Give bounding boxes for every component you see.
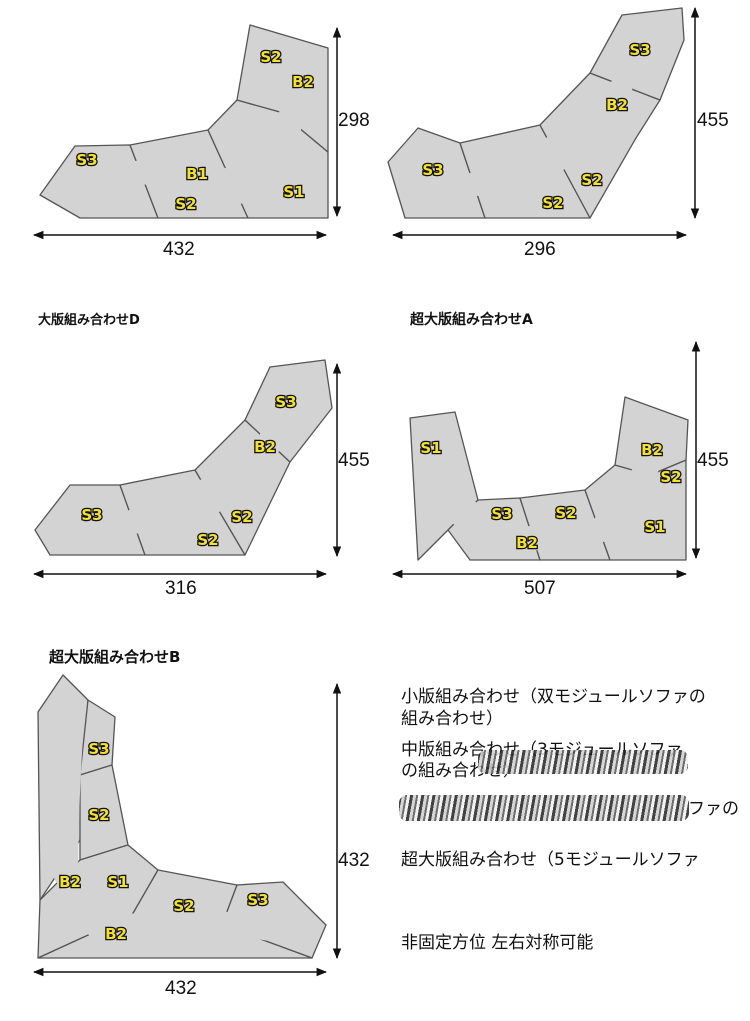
redaction-scribble-large: [399, 795, 689, 821]
layout-2-label-b2: B2: [606, 96, 628, 114]
layout-2-depth: 455: [697, 110, 729, 131]
layout-5-depth: 432: [338, 850, 370, 871]
layout-1-label-s3: S3: [76, 151, 97, 169]
layout-5-width: 432: [165, 978, 197, 999]
layout-4-label-b2-right: B2: [641, 441, 663, 459]
layout-5-label-b2-bottom: B2: [105, 925, 127, 943]
layout-4-armrest-b2-left: [420, 465, 553, 551]
layout-2-armrest-b2: [462, 77, 633, 197]
layout-5-label-s3-bottom: S3: [247, 891, 268, 909]
layout-1-module-s2-top: [236, 24, 329, 153]
layout-5-label-s1: S1: [107, 873, 128, 891]
redaction-scribble-medium: [478, 750, 688, 774]
layout-4-width: 507: [524, 578, 556, 599]
layout-1-depth: 298: [338, 110, 370, 131]
layout-1-label-b1: B1: [186, 165, 208, 183]
layout-2-label-s3-left: S3: [422, 161, 443, 179]
layout-4-depth: 455: [697, 450, 729, 471]
layout-3-label-s2-bottom: S2: [197, 531, 218, 549]
layout-1-label-b2: B2: [292, 73, 314, 91]
layout-1-armrest-b1: [67, 159, 249, 198]
layout-1-label-s2-bottom: S2: [175, 195, 196, 213]
layout-5-armrest-b2-side: [53, 705, 85, 888]
layout-2-label-s3-top: S3: [629, 41, 650, 59]
layout-5-label-b2-side: B2: [59, 873, 81, 891]
layout-2: S3 B2 S3 S2 S2 455 296: [387, 6, 729, 260]
layout-3-depth: 455: [338, 450, 370, 471]
layout-3-label-s3-left: S3: [81, 506, 102, 524]
layout-3-width: 316: [165, 578, 197, 599]
note-large-end: ファの: [688, 799, 739, 819]
layout-4-label-s3: S3: [491, 505, 512, 523]
layout-1-width: 432: [163, 239, 195, 260]
layout-5-label-s2-side: S2: [88, 806, 109, 824]
layout-4-armrest-b2-right: [565, 432, 664, 553]
note-small: 小版組み合わせ（双モジュールソファの: [401, 687, 706, 707]
layout-5-label-s3-side: S3: [88, 740, 109, 758]
layout-4-label-s2-mid: S2: [555, 504, 576, 522]
layout-4-label-s1-left: S1: [420, 439, 441, 457]
caption-xl-a: 超大版組み合わせA: [410, 312, 533, 328]
layout-1-armrest-b2: [219, 62, 313, 208]
layout-5-armrest-b2-bottom: [85, 911, 297, 945]
layout-3-armrest-b2: [119, 422, 286, 535]
caption-large-d: 大版組み合わせD: [38, 313, 140, 328]
layout-5: S3 S2 B2 S1 S2 S3 B2 432 432: [32, 674, 370, 999]
note-xl: 超大版組み合わせ（5モジュールソファ: [401, 850, 700, 870]
layout-3-label-s3-top: S3: [275, 393, 296, 411]
layout-3: S3 B2 S3 S2 S2 455 316: [32, 359, 370, 599]
layout-2-module-s3-top: [589, 7, 685, 101]
layout-3-label-s2-right: S2: [231, 508, 252, 526]
layout-2-label-s2-bottom: S2: [542, 194, 563, 212]
layout-3-label-b2: B2: [254, 438, 276, 456]
layout-4-label-s2-right: S2: [660, 468, 681, 486]
layout-2-label-s2-right: S2: [581, 171, 602, 189]
layout-5-label-s2-bottom: S2: [173, 897, 194, 915]
layout-2-width: 296: [524, 239, 556, 260]
note-small-cont: 組み合わせ）: [401, 709, 503, 729]
layout-2-module-s2-right: [539, 72, 661, 219]
layout-1-label-s1: S1: [283, 183, 304, 201]
layout-1-label-s2-top: S2: [260, 48, 281, 66]
layout-4-label-b2-left: B2: [516, 534, 538, 552]
layout-1: S2 B2 S3 B1 S2 S1 298 432: [32, 24, 370, 260]
caption-xl-b: 超大版組み合わせB: [49, 648, 181, 666]
layout-4: S1 B2 S2 S3 S2 B2 S1 455 507: [391, 340, 729, 599]
layout-4-label-s1-right: S1: [644, 518, 665, 536]
note-orientation: 非固定方位 左右対称可能: [401, 933, 594, 953]
